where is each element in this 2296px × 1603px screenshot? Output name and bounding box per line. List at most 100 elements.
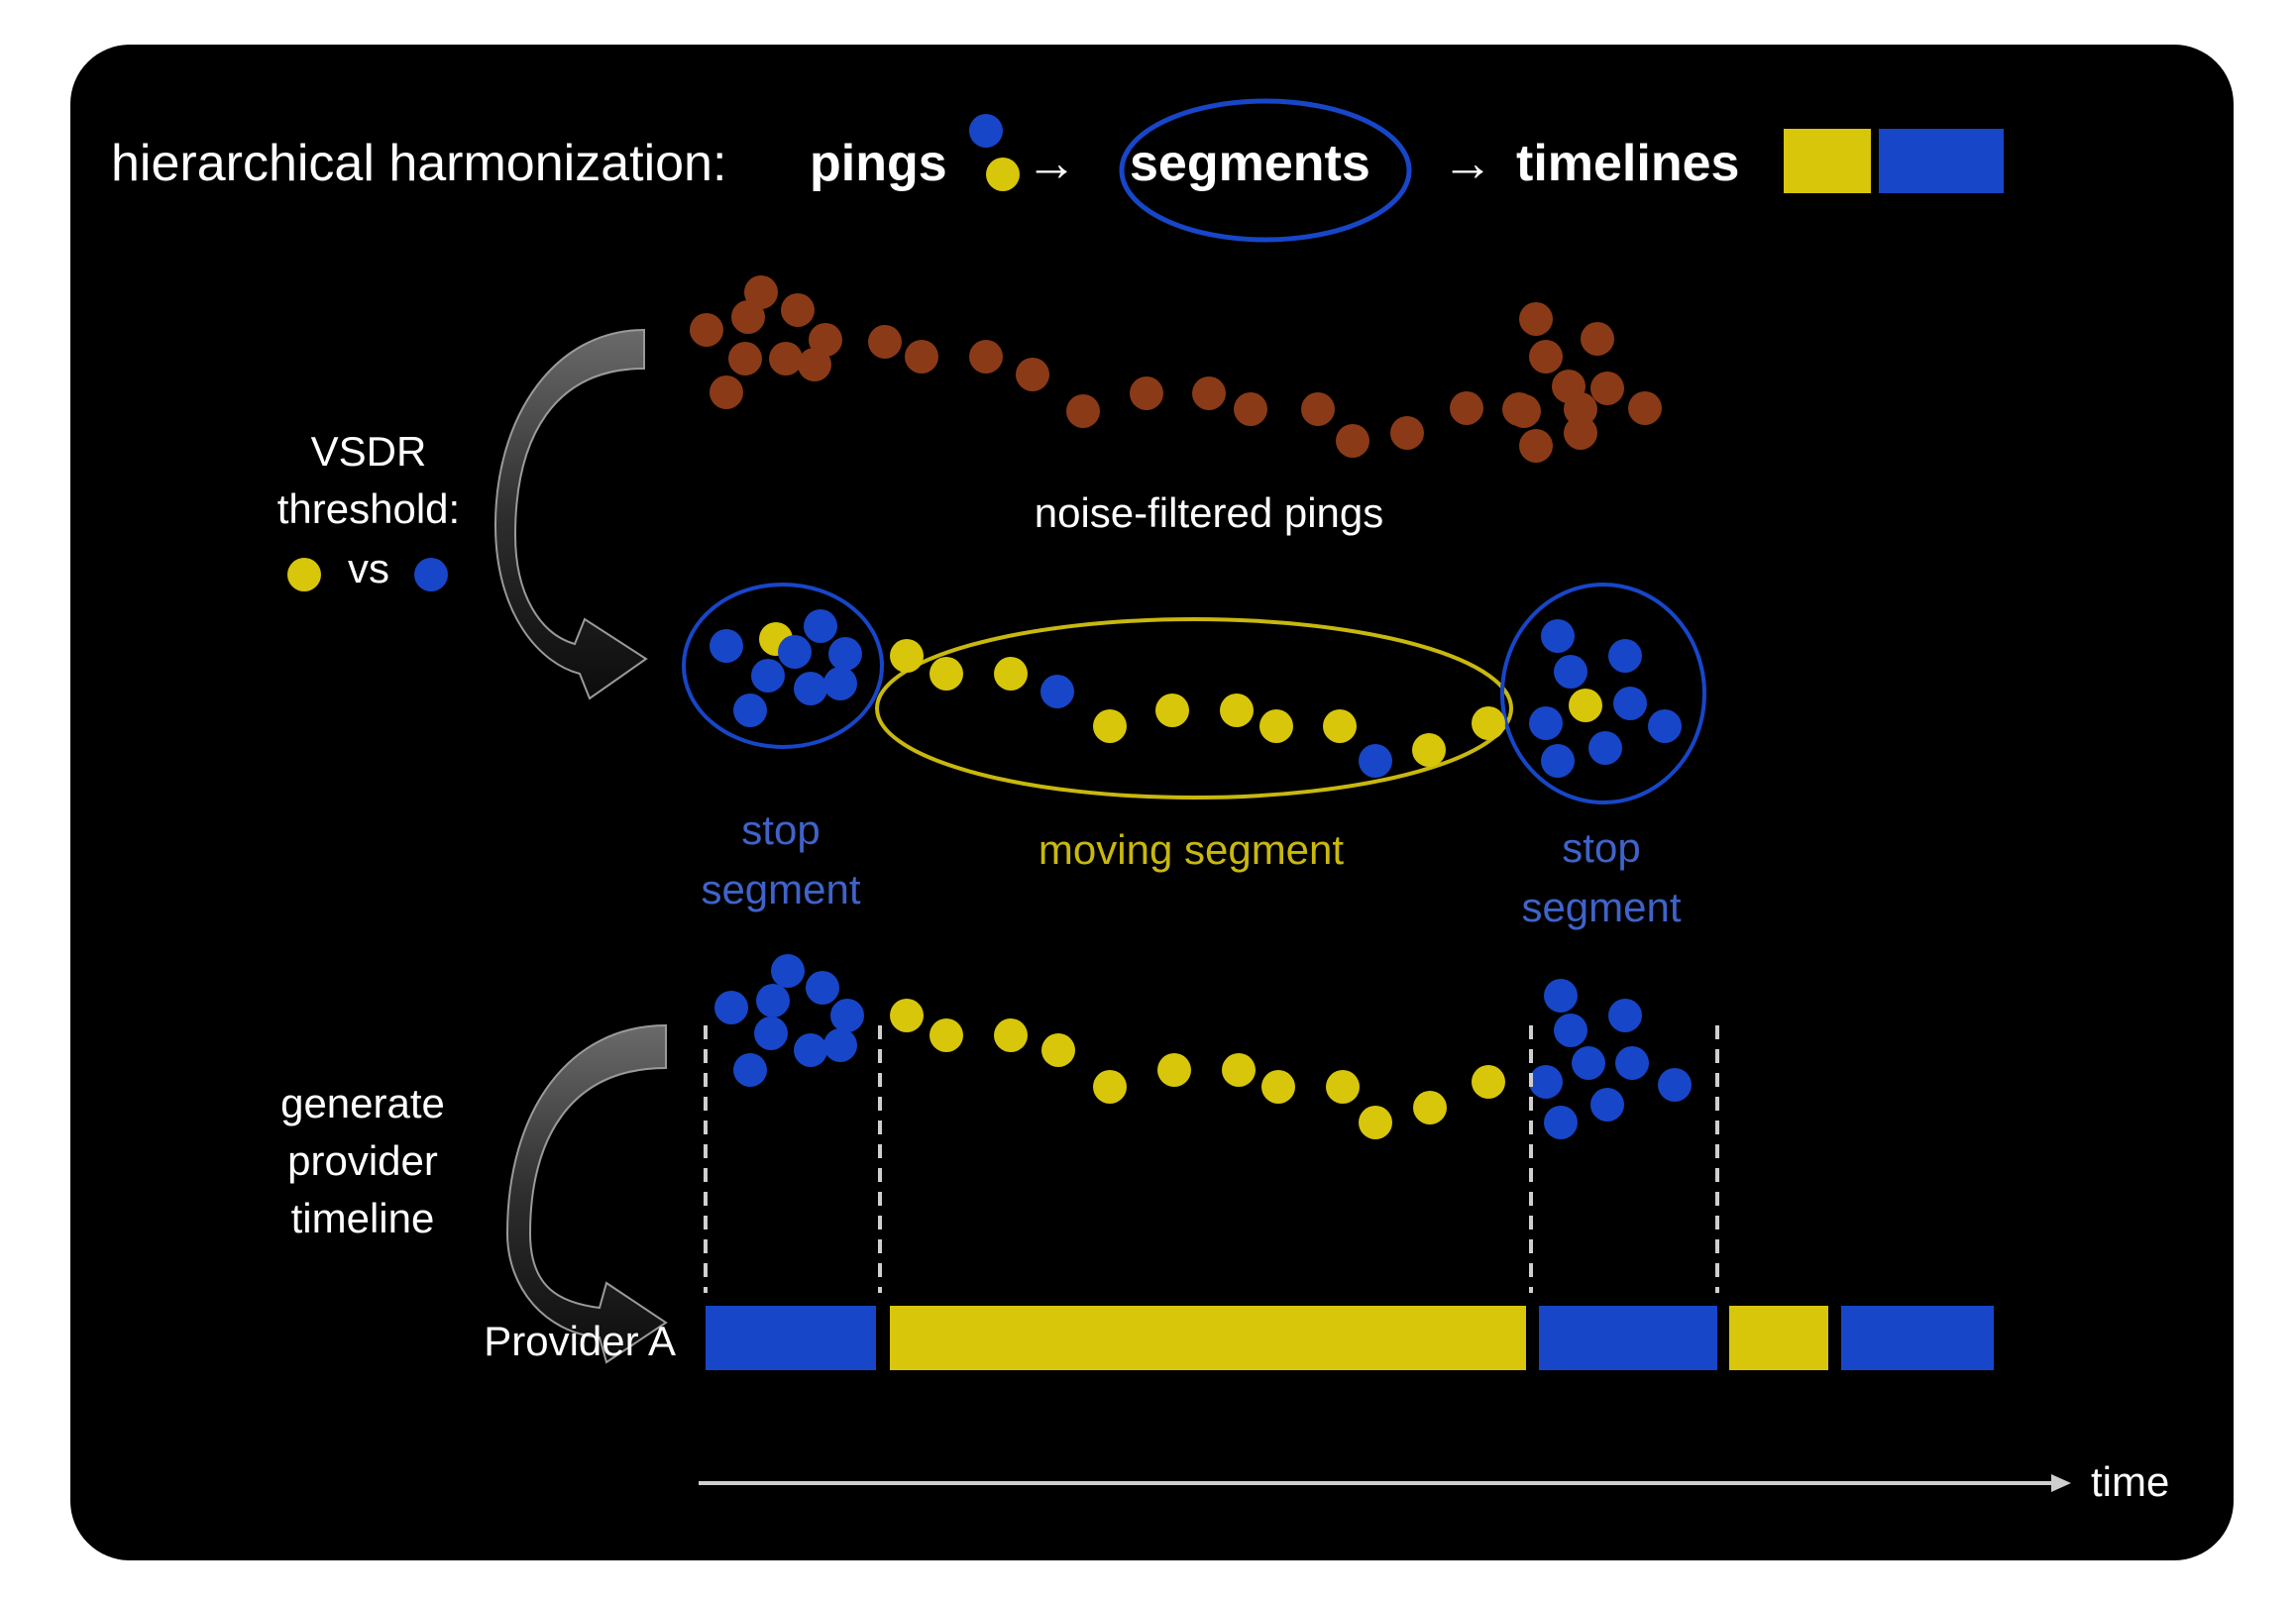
ping-dot (1450, 391, 1483, 425)
header-segments: segments (1130, 135, 1370, 192)
stop-segment-ellipse-right (1500, 583, 1706, 804)
stop-segment-label-right-line1: stop (1562, 824, 1640, 871)
stop-ping-dot (733, 1053, 767, 1087)
ping-dot (731, 300, 765, 334)
ping-dot (710, 375, 743, 409)
segment-ping-group (710, 609, 1682, 778)
ping-dot (1564, 416, 1597, 450)
generate-label-line3: timeline (291, 1195, 435, 1241)
vsdr-label-line2: threshold: (277, 485, 460, 532)
ping-dot (1507, 394, 1541, 428)
stop-ping-dot (806, 971, 839, 1005)
stop-ping-dot (804, 609, 837, 643)
stop-ping-dot (1040, 675, 1074, 708)
stop-ping-dot (1529, 706, 1563, 740)
ping-dot (1192, 376, 1226, 410)
ping-dot (1529, 340, 1563, 374)
ping-dot (798, 348, 831, 381)
stop-ping-dot (1541, 744, 1575, 778)
stop-ping-dot (771, 954, 805, 988)
segment-boundary-lines (704, 1025, 1719, 1293)
ping-dot (1234, 392, 1267, 426)
stop-ping-dot (794, 1033, 827, 1067)
moving-ping-dot (1326, 1070, 1360, 1104)
ping-dot (1628, 391, 1662, 425)
vsdr-yellow-dot (287, 558, 321, 591)
stop-ping-dot (1572, 1046, 1605, 1080)
moving-ping-dot (994, 657, 1028, 691)
header-timelines: timelines (1516, 135, 1739, 192)
stop-ping-dot (733, 694, 767, 727)
header-ping-yellow-dot (986, 158, 1020, 191)
time-axis-arrowhead-icon (2051, 1474, 2071, 1492)
moving-ping-dot (929, 1018, 963, 1052)
ping-dot (905, 340, 938, 374)
stop-ping-dot (1613, 687, 1647, 720)
moving-ping-dot (994, 1018, 1028, 1052)
header-arrow-1: → (1026, 135, 1077, 192)
background-panel (70, 45, 2234, 1560)
moving-ping-dot (1259, 709, 1293, 743)
stop-ping-dot (1554, 655, 1587, 689)
moving-ping-dot (1261, 1070, 1295, 1104)
moving-ping-dot (929, 657, 963, 691)
moving-ping-dot (1093, 1070, 1127, 1104)
moving-ping-dot (1472, 1065, 1505, 1099)
ping-dot (769, 342, 803, 375)
noise-filtered-label: noise-filtered pings (1035, 489, 1384, 536)
timeline-ping-group (714, 954, 1692, 1139)
header-ping-blue-dot (969, 114, 1003, 148)
stop-ping-dot (1648, 709, 1682, 743)
stop-ping-dot (1658, 1068, 1692, 1102)
header-timeline-blue-block (1879, 129, 2004, 193)
ping-dot (744, 275, 778, 309)
header-pings: pings (810, 135, 947, 192)
moving-ping-dot (1569, 689, 1602, 722)
stop-ping-dot (1588, 731, 1622, 765)
moving-ping-dot (1413, 1091, 1447, 1124)
ping-dot (1581, 322, 1614, 356)
stop-ping-dot (823, 1028, 857, 1062)
stop-ping-dot (1544, 979, 1578, 1013)
vsdr-blue-dot (414, 558, 448, 591)
moving-ping-dot (1093, 709, 1127, 743)
timeline-stop-block (1539, 1306, 1717, 1370)
stop-ping-dot (1608, 639, 1642, 673)
ping-dot (1336, 424, 1369, 458)
stop-ping-dot (1544, 1106, 1578, 1139)
ping-dot (1564, 392, 1597, 426)
stop-ping-dot (710, 629, 743, 663)
moving-segment-label: moving segment (1039, 826, 1344, 873)
header-prefix: hierarchical harmonization: (111, 135, 726, 192)
stop-ping-dot (823, 667, 857, 700)
vsdr-label-line1: VSDR (311, 428, 427, 475)
stop-segment-label-left-line2: segment (701, 866, 860, 912)
moving-segment-ellipse (875, 617, 1513, 800)
moving-ping-dot (890, 999, 924, 1032)
header-timeline-yellow-block (1784, 129, 1871, 193)
ping-dot (1301, 392, 1335, 426)
timeline-stop-block (1841, 1306, 1994, 1370)
stop-segment-label-right-line2: segment (1521, 884, 1681, 930)
ping-dot (1519, 302, 1553, 336)
stop-ping-dot (778, 635, 812, 669)
stop-ping-dot (830, 999, 864, 1032)
stop-ping-dot (751, 659, 785, 693)
stop-ping-dot (1608, 999, 1642, 1032)
ping-dot (969, 340, 1003, 374)
header-arrow-2: → (1442, 135, 1493, 192)
ping-dot (781, 293, 815, 327)
ping-dot (1590, 372, 1624, 405)
timeline-moving-block (1729, 1306, 1828, 1370)
moving-ping-dot (1472, 706, 1505, 740)
stop-ping-dot (1615, 1046, 1649, 1080)
curved-arrow-icon-lower (505, 1023, 668, 1364)
stop-ping-dot (794, 672, 827, 705)
stop-segment-label-left-line1: stop (741, 806, 820, 853)
moving-ping-dot (1222, 1053, 1256, 1087)
generate-label-line2: provider (287, 1137, 438, 1184)
ping-dot (1390, 416, 1424, 450)
ping-dot (1066, 394, 1100, 428)
